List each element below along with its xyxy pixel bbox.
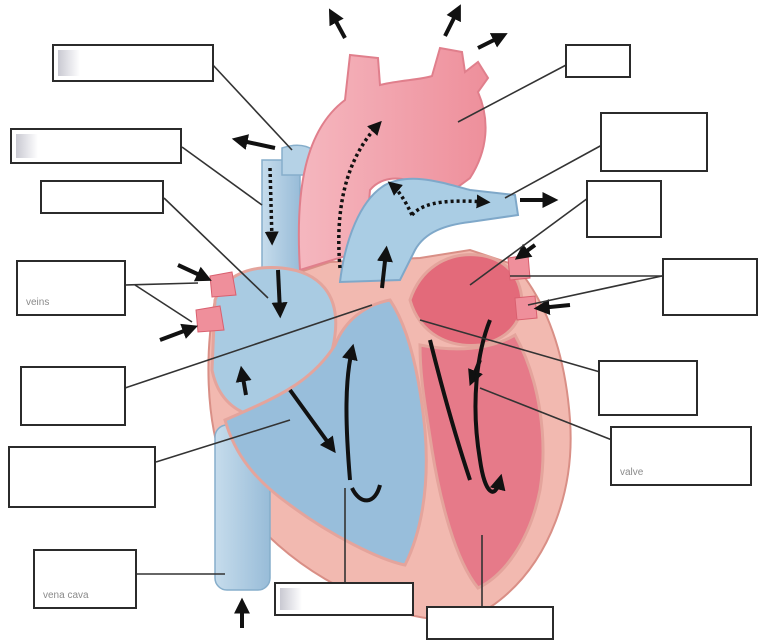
label-box-bottom-left-7[interactable]: vena cava [33, 549, 137, 609]
label-text: vena cava [43, 590, 89, 601]
label-box-top-right-1[interactable] [565, 44, 631, 78]
label-smudge [280, 588, 302, 610]
pulmonary-vein-lower [515, 296, 537, 320]
label-box-bottom-9[interactable] [426, 606, 554, 640]
label-box-left-5[interactable] [20, 366, 126, 426]
label-box-top-left-2[interactable] [10, 128, 182, 164]
label-text: valve [620, 467, 643, 478]
vein-stub-left-upper [210, 272, 236, 297]
label-smudge [58, 50, 80, 76]
vein-stub-left-lower [196, 306, 224, 332]
label-box-right-2[interactable] [600, 112, 708, 172]
label-box-right-5[interactable] [598, 360, 698, 416]
label-box-top-left-1[interactable] [52, 44, 214, 82]
superior-vena-cava [262, 160, 300, 280]
label-box-left-3[interactable] [40, 180, 164, 214]
label-box-right-3[interactable] [586, 180, 662, 238]
label-smudge [16, 134, 38, 158]
label-box-right-4[interactable] [662, 258, 758, 316]
label-box-right-6[interactable]: valve [610, 426, 752, 486]
label-box-left-4[interactable]: veins [16, 260, 126, 316]
label-text: veins [26, 297, 49, 308]
label-box-bottom-8[interactable] [274, 582, 414, 616]
label-box-left-6[interactable] [8, 446, 156, 508]
